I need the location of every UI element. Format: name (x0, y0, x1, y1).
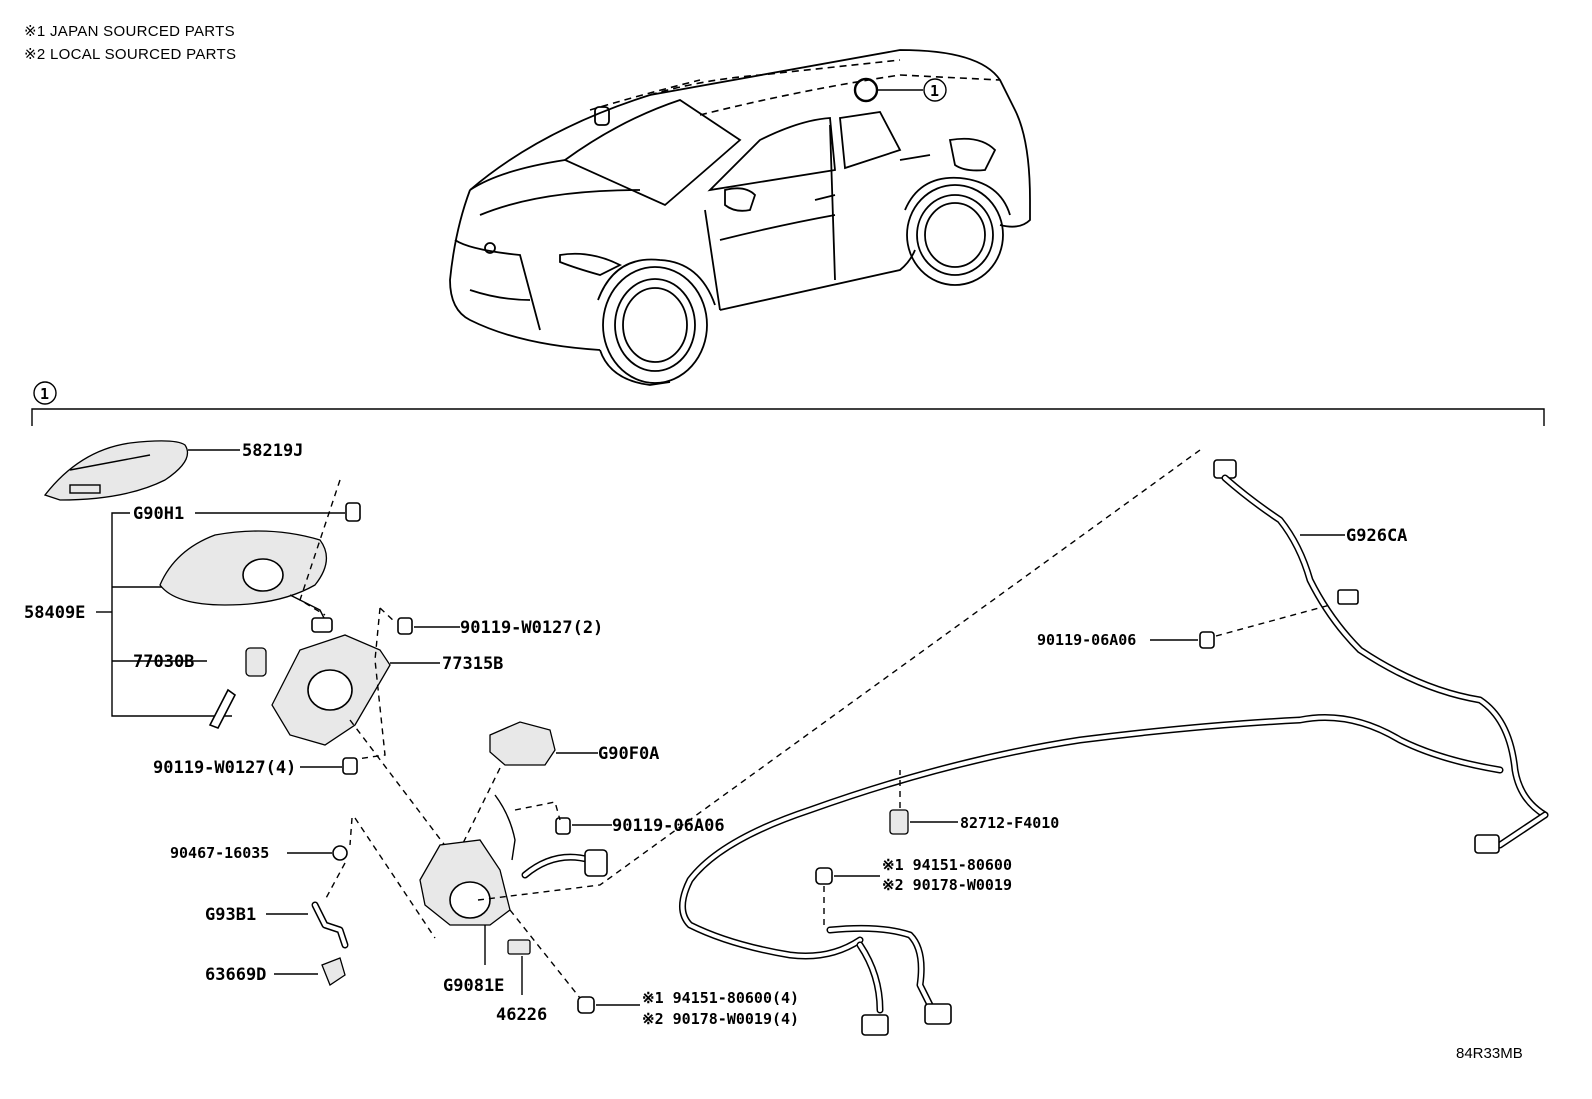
label-G926CA: G926CA (1346, 526, 1407, 546)
section-frame: 1 (31, 381, 1545, 426)
group-58409E: 58409E (24, 512, 232, 717)
label-G90F0A: G90F0A (598, 744, 659, 764)
part-nut-4: ※1 94151-80600(4) ※2 90178-W0019(4) (577, 989, 799, 1028)
part-G93B1: G93B1 (205, 901, 349, 949)
label-46226: 46226 (496, 1005, 547, 1025)
part-fuel-lid-housing (159, 530, 333, 633)
label-94151-80600: ※1 94151-80600 (882, 856, 1012, 874)
vehicle-illustration: 1 (449, 49, 1031, 386)
label-90119-W0127-4: 90119-W0127(4) (153, 758, 296, 778)
part-G90F0A: G90F0A (439, 721, 659, 891)
part-90119-06A06-right: 90119-06A06 (1037, 604, 1331, 649)
label-G93B1: G93B1 (205, 905, 256, 925)
label-77315B: 77315B (442, 654, 503, 674)
part-nut-right: ※1 94151-80600 ※2 90178-W0019 (815, 856, 1012, 925)
callout-marker: 1 (930, 82, 939, 100)
part-46226: 46226 (496, 909, 581, 1025)
label-90178-W0019-4: ※2 90178-W0019(4) (642, 1010, 799, 1028)
label-90119-W0127-2: 90119-W0127(2) (460, 618, 603, 638)
part-77030B: 77030B (133, 647, 267, 729)
part-G90H1: G90H1 (133, 502, 361, 524)
note-japan-sourced: ※1 JAPAN SOURCED PARTS (24, 23, 235, 40)
diagram-code: 84R33MB (1456, 1045, 1523, 1062)
part-77315B: 77315B (271, 607, 503, 761)
part-G9081E: G9081E (419, 449, 1201, 996)
part-82712-F4010: 82712-F4010 (889, 770, 1059, 835)
part-G926CA-harness: G926CA (679, 459, 1549, 1036)
part-63669D: 63669D (205, 957, 346, 986)
label-90178-W0019: ※2 90178-W0019 (882, 876, 1012, 894)
label-90119-06A06-right: 90119-06A06 (1037, 631, 1136, 649)
label-90119-06A06-center: 90119-06A06 (612, 816, 725, 836)
label-82712-F4010: 82712-F4010 (960, 814, 1059, 832)
part-58219J: 58219J (43, 440, 303, 501)
part-90467-16035: 90467-16035 (170, 817, 436, 939)
label-94151-80600-4: ※1 94151-80600(4) (642, 989, 799, 1007)
label-77030B: 77030B (133, 652, 194, 672)
part-90119-W0127-2: 90119-W0127(2) (379, 607, 603, 638)
label-90467-16035: 90467-16035 (170, 844, 269, 862)
section-marker: 1 (40, 385, 49, 403)
part-90119-W0127-4: 90119-W0127(4) (153, 757, 358, 778)
note-local-sourced: ※2 LOCAL SOURCED PARTS (24, 46, 237, 63)
label-63669D: 63669D (205, 965, 266, 985)
label-58219J: 58219J (242, 441, 303, 461)
part-90119-06A06-center: 90119-06A06 (514, 801, 725, 836)
label-G9081E: G9081E (443, 976, 504, 996)
label-58409E: 58409E (24, 603, 85, 623)
label-G90H1: G90H1 (133, 504, 184, 524)
